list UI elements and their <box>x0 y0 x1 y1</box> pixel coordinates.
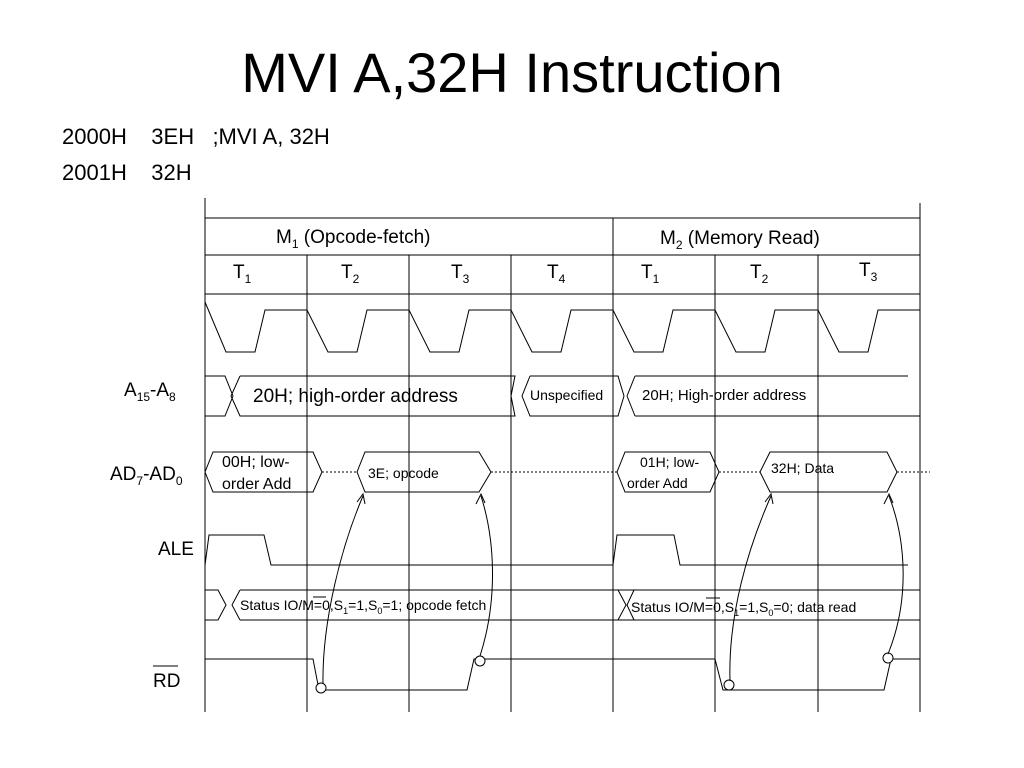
rd-rise-marker <box>882 652 894 664</box>
bus-data: 32H; Data <box>771 460 834 476</box>
t-label: T4 <box>547 262 566 286</box>
arrow-data-to-rd <box>887 495 904 655</box>
ad7-ad0-bus <box>204 451 930 493</box>
page-title: MVI A,32H Instruction <box>241 41 783 104</box>
arrow-rd-to-opcode <box>322 495 364 685</box>
rd-rise-marker <box>474 655 486 667</box>
clock-waveform <box>204 301 920 353</box>
code-comment: ;MVI A, 32H <box>212 124 330 149</box>
code-line-1: 2000H 3EH ;MVI A, 32H <box>62 124 330 150</box>
m2-label: M2 (Memory Read) <box>660 228 820 252</box>
t-label: T1 <box>233 262 252 286</box>
bus-low-addr-m2-line1: 01H; low- <box>640 454 699 470</box>
arrow-opcode-to-rd <box>479 495 493 657</box>
bus-low-addr-m1-line1: 00H; low- <box>222 454 290 471</box>
t-label: T3 <box>451 262 470 286</box>
a15-a8-bus <box>205 375 920 417</box>
t-label: T3 <box>859 260 878 284</box>
m1-label: M1 (Opcode-fetch) <box>276 227 431 251</box>
arrow-rd-to-data <box>729 495 772 682</box>
bus-unspecified: Unspecified <box>530 387 603 403</box>
bus-high-addr-m1: 20H; high-order address <box>253 386 458 407</box>
bus-opcode: 3E; opcode <box>368 465 439 481</box>
status-m1-text: Status IO/M=0,S1=1,S0=1; opcode fetch <box>240 597 486 616</box>
bus-high-addr-m2: 20H; High-order address <box>642 387 806 404</box>
code-address: 2001H <box>62 160 127 185</box>
signal-rd: RD <box>153 671 180 692</box>
status-m2-text: Status IO/M=0,S1=1,S0=0; data read <box>631 599 856 618</box>
ale-waveform <box>204 534 908 566</box>
code-line-2: 2001H 32H <box>62 160 192 186</box>
code-byte: 32H <box>151 160 192 185</box>
arrowhead <box>883 492 894 505</box>
code-address: 2000H <box>62 124 127 149</box>
rd-fall-marker <box>315 682 327 694</box>
code-byte: 3EH <box>151 124 195 149</box>
bus-low-addr-m2-line2: order Add <box>627 475 688 491</box>
arrowhead <box>475 492 486 505</box>
t-label: T2 <box>341 262 360 286</box>
arrowhead <box>764 492 774 505</box>
rd-waveform <box>205 658 920 691</box>
signal-a15-a8: A15-A8 <box>124 380 176 404</box>
t-label: T2 <box>750 262 769 286</box>
t-label: T1 <box>641 262 660 286</box>
rd-fall-marker <box>723 679 735 691</box>
bus-low-addr-m1-line2: order Add <box>222 476 291 493</box>
arrowhead <box>356 492 366 505</box>
status-bus <box>205 589 920 621</box>
signal-ale: ALE <box>158 539 194 560</box>
signal-ad7-ad0: AD7-AD0 <box>110 464 183 488</box>
